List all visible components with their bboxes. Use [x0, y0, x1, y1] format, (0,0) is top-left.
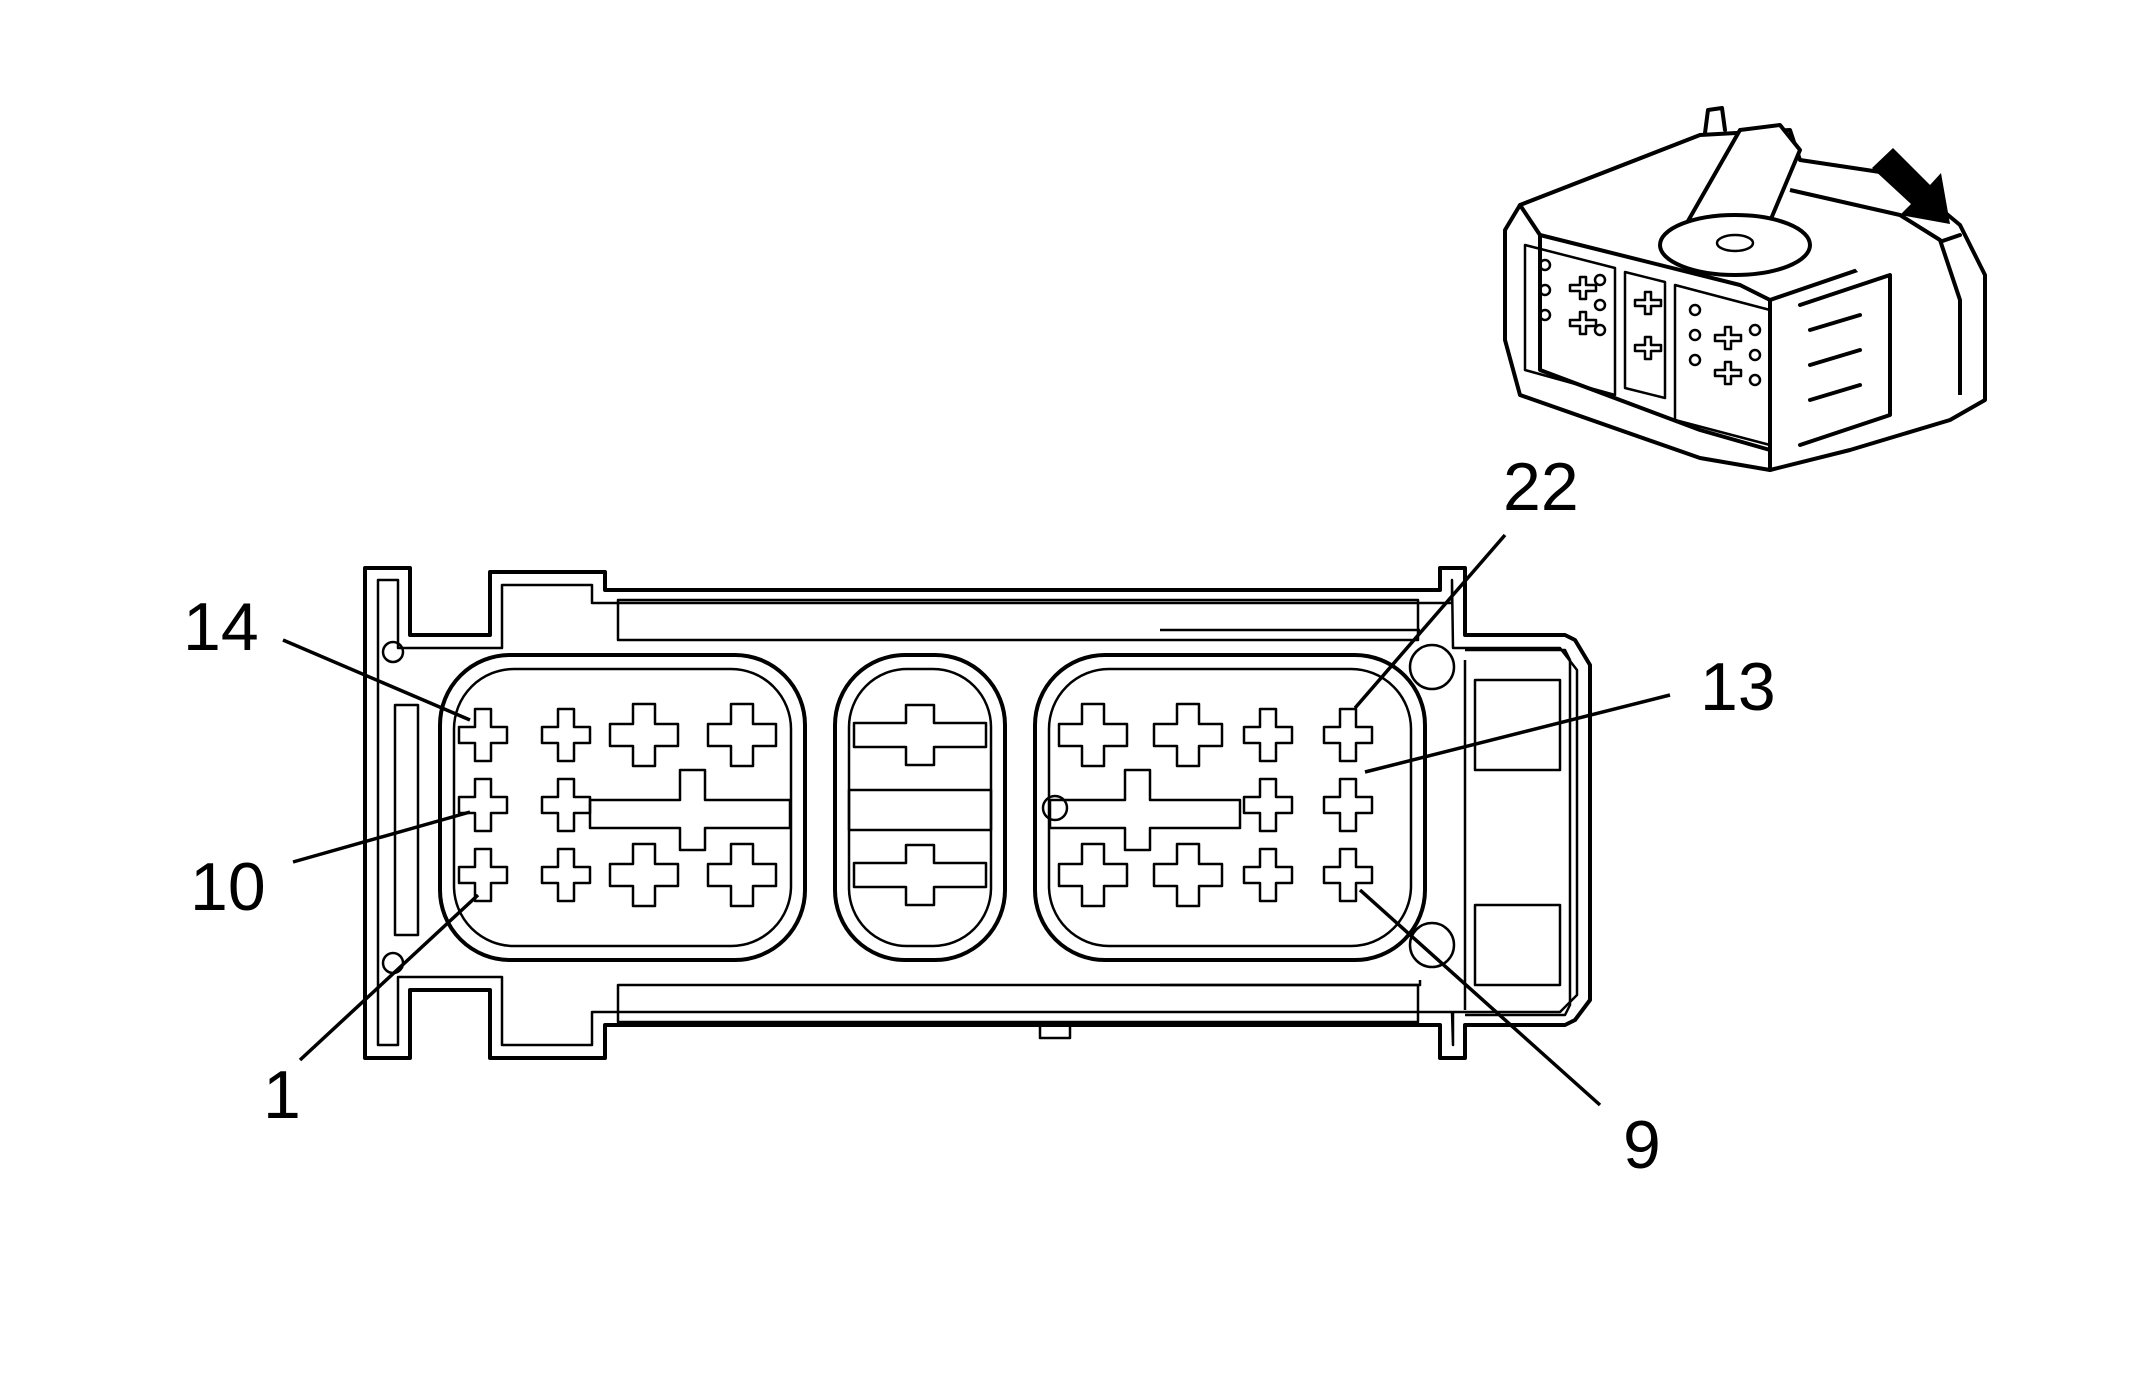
pin-label-22: 22 — [1503, 449, 1579, 525]
pin-label-14: 14 — [183, 589, 259, 665]
pin-label-13: 13 — [1700, 649, 1776, 725]
connector-face-view — [363, 566, 1592, 1060]
pin-label-10: 10 — [190, 849, 266, 925]
connector-isometric-view — [1503, 106, 1987, 472]
right-terminal-module — [1033, 653, 1427, 962]
leader-pin-13 — [1364, 693, 1671, 774]
pin-label-1: 1 — [263, 1057, 301, 1133]
leader-lines — [282, 533, 1671, 1107]
leader-pin-22 — [1353, 533, 1507, 710]
leader-pin-1 — [298, 893, 480, 1062]
leader-pin-14 — [282, 638, 471, 722]
pin-label-9: 9 — [1623, 1107, 1661, 1183]
pin-labels: 14 10 1 22 13 9 — [183, 449, 1776, 1183]
arrow-down-right-icon — [1872, 148, 1950, 224]
leader-pin-9 — [1358, 888, 1602, 1107]
left-terminal-module — [438, 653, 807, 962]
leader-pin-10 — [292, 810, 471, 864]
center-terminal-module — [833, 653, 1007, 962]
